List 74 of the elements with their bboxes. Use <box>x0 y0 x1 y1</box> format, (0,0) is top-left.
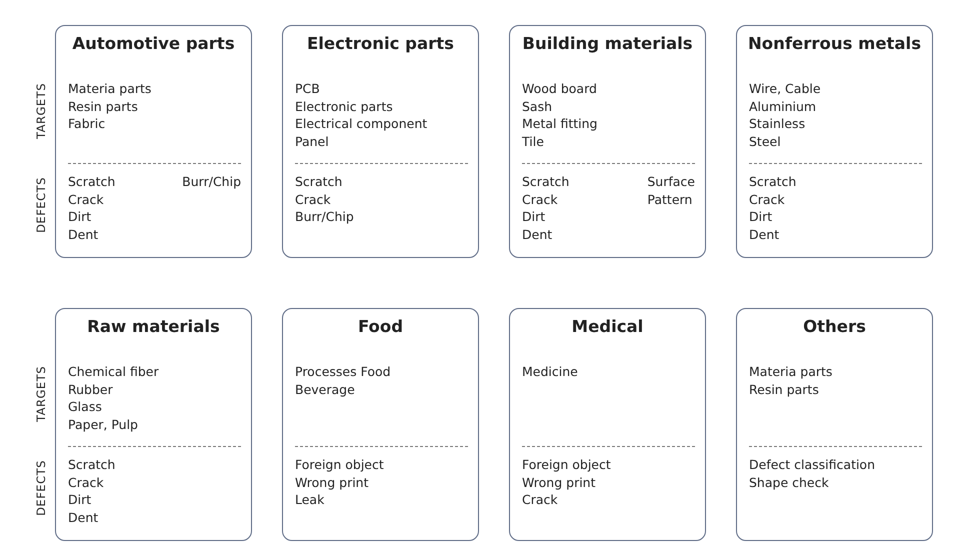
list-item: Scratch <box>68 173 116 191</box>
card-title: Food <box>356 317 404 336</box>
list-item: Chemical fiber <box>68 363 159 381</box>
category-card <box>736 25 933 258</box>
list-item: Aluminium <box>749 98 818 116</box>
list-item: Dent <box>749 226 780 244</box>
list-item: Crack <box>68 474 105 492</box>
list-item: Pattern <box>647 190 694 208</box>
category-card <box>282 308 479 541</box>
list-item: Wrong print <box>522 474 597 492</box>
list-item: Fabric <box>68 115 106 133</box>
card-title: Raw materials <box>86 317 221 336</box>
list-item: Leak <box>295 491 326 509</box>
card-title: Building materials <box>521 34 694 53</box>
list-item: Burr/Chip <box>295 208 354 226</box>
list-item: Panel <box>295 132 330 150</box>
list-item: Wrong print <box>295 474 370 492</box>
list-item: Resin parts <box>749 380 820 398</box>
list-item: Resin parts <box>68 98 139 116</box>
list-item: Medicine <box>522 363 578 381</box>
list-item: Stainless <box>749 115 806 133</box>
list-item: Dirt <box>68 208 92 226</box>
list-item: Dirt <box>68 491 92 509</box>
list-item: Dirt <box>522 208 546 226</box>
list-item: Foreign object <box>295 456 384 474</box>
list-item: Materia parts <box>749 363 832 381</box>
list-item: Dent <box>522 226 554 244</box>
list-item: Scratch <box>68 456 116 474</box>
category-card <box>736 308 933 541</box>
section-label: DEFECTS <box>34 177 48 233</box>
category-card <box>509 25 706 258</box>
category-card <box>55 25 252 258</box>
list-item: Crack <box>295 190 332 208</box>
card-title: Others <box>802 317 867 336</box>
list-item: Beverage <box>295 380 356 398</box>
list-item: Dent <box>68 508 100 526</box>
list-item: Electronic parts <box>295 98 394 116</box>
section-label: TARGETS <box>34 83 48 139</box>
list-item: Defect classification <box>749 456 876 474</box>
category-card <box>55 308 252 541</box>
category-card <box>509 308 706 541</box>
list-item: Sash <box>522 98 554 116</box>
list-item: Crack <box>68 190 105 208</box>
card-title: Medical <box>570 317 644 336</box>
list-item: PCB <box>295 80 321 98</box>
list-item: Crack <box>522 190 559 208</box>
list-item: Scratch <box>522 173 570 191</box>
section-label: TARGETS <box>34 366 48 422</box>
list-item: Wood board <box>522 80 598 98</box>
list-item: Crack <box>749 190 786 208</box>
list-item: Steel <box>749 132 782 150</box>
section-label: DEFECTS <box>34 460 48 516</box>
list-item: Crack <box>522 491 559 509</box>
category-card <box>282 25 479 258</box>
list-item: Electrical component <box>295 115 428 133</box>
list-item: Dent <box>68 226 100 244</box>
list-item: Foreign object <box>522 456 611 474</box>
list-item: Glass <box>68 398 103 416</box>
list-item: Surface <box>647 173 695 191</box>
list-item: Rubber <box>68 380 114 398</box>
list-item: Dirt <box>749 208 774 226</box>
list-item: Metal fitting <box>522 115 598 133</box>
list-item: Burr/Chip <box>182 173 241 191</box>
list-item: Materia parts <box>68 80 152 98</box>
list-item: Paper, Pulp <box>68 416 139 434</box>
list-item: Shape check <box>749 474 830 492</box>
list-item: Scratch <box>749 173 796 191</box>
list-item: Processes Food <box>295 363 391 381</box>
card-title: Nonferrous metals <box>746 34 922 53</box>
list-item: Wire, Cable <box>749 80 821 98</box>
list-item: Scratch <box>295 173 344 191</box>
card-title: Electronic parts <box>306 34 455 53</box>
card-title: Automotive parts <box>71 34 236 53</box>
list-item: Tile <box>522 132 545 150</box>
